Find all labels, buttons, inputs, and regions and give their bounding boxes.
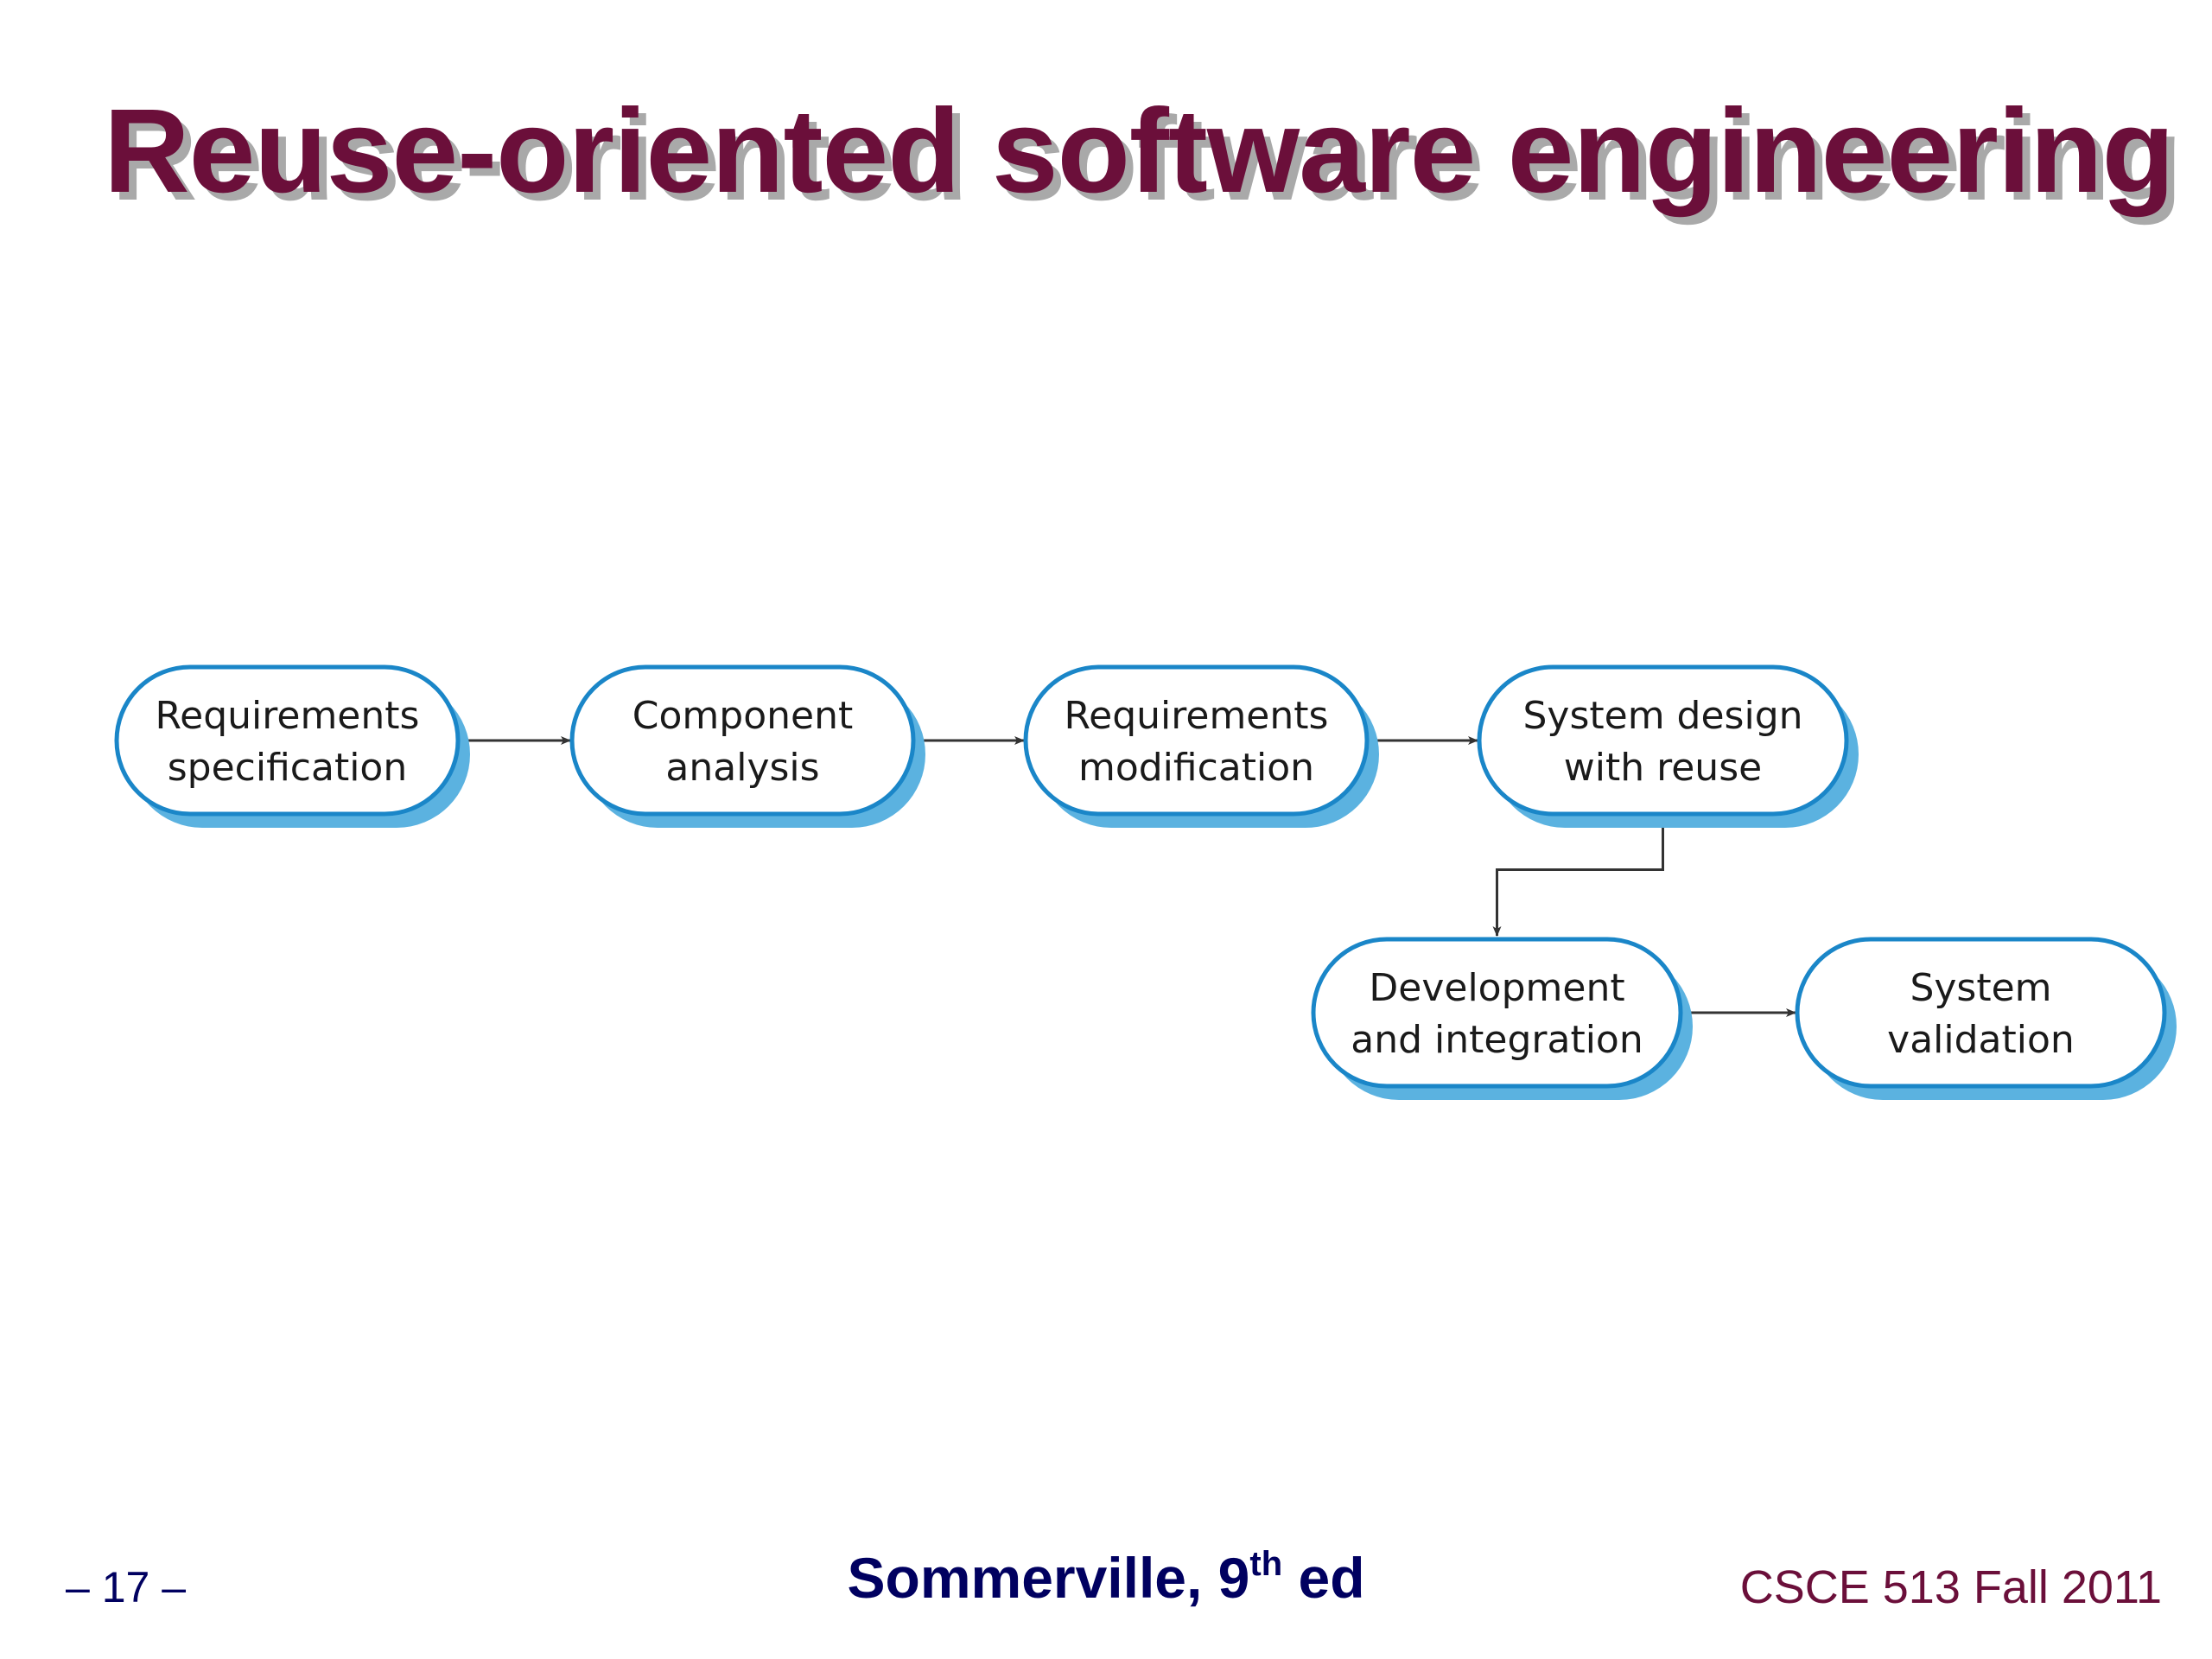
node-label-line: analysis	[665, 746, 819, 790]
process-node-req-spec: Requirements specification	[114, 664, 470, 828]
source-tail: ed	[1282, 1546, 1365, 1610]
node-box	[114, 664, 461, 817]
process-node-dev-int: Development and integration	[1311, 937, 1693, 1100]
node-label-line: System design	[1522, 694, 1802, 738]
nodes-layer: Requirements specification Component analys…	[114, 664, 2177, 1100]
source-citation: Sommerville, 9th ed	[0, 1545, 2212, 1611]
course-label: CSCE 513 Fall 2011	[1739, 1561, 2162, 1613]
node-label-line: Component	[632, 694, 853, 738]
node-label-line: validation	[1887, 1018, 2075, 1062]
node-label-line: with reuse	[1564, 746, 1762, 790]
node-box	[1477, 664, 1849, 817]
process-node-sys-val: System validation	[1795, 937, 2177, 1100]
node-box	[569, 664, 916, 817]
node-box	[1311, 937, 1683, 1089]
page-number: – 17 –	[66, 1563, 187, 1611]
process-node-sys-design: System design with reuse	[1477, 664, 1859, 828]
node-label-line: and integration	[1351, 1018, 1643, 1062]
process-node-req-mod: Requirements modification	[1023, 664, 1379, 828]
slide-title: Reuse-oriented software engineering	[104, 85, 2175, 218]
source-superscript: th	[1249, 1545, 1283, 1583]
node-label-line: Development	[1369, 966, 1624, 1010]
node-label-line: Requirements	[1065, 694, 1329, 738]
node-box	[1795, 937, 2167, 1089]
node-label-line: specification	[168, 746, 408, 790]
node-label-line: System	[1910, 966, 2051, 1010]
node-box	[1023, 664, 1370, 817]
edge-sys-design-to-dev-int	[1492, 821, 1664, 937]
node-label-line: Requirements	[156, 694, 420, 738]
source-main: Sommerville, 9	[847, 1546, 1250, 1610]
edges-layer	[458, 736, 1796, 1017]
process-node-comp-analysis: Component analysis	[569, 664, 925, 828]
node-label-line: modification	[1078, 746, 1314, 790]
